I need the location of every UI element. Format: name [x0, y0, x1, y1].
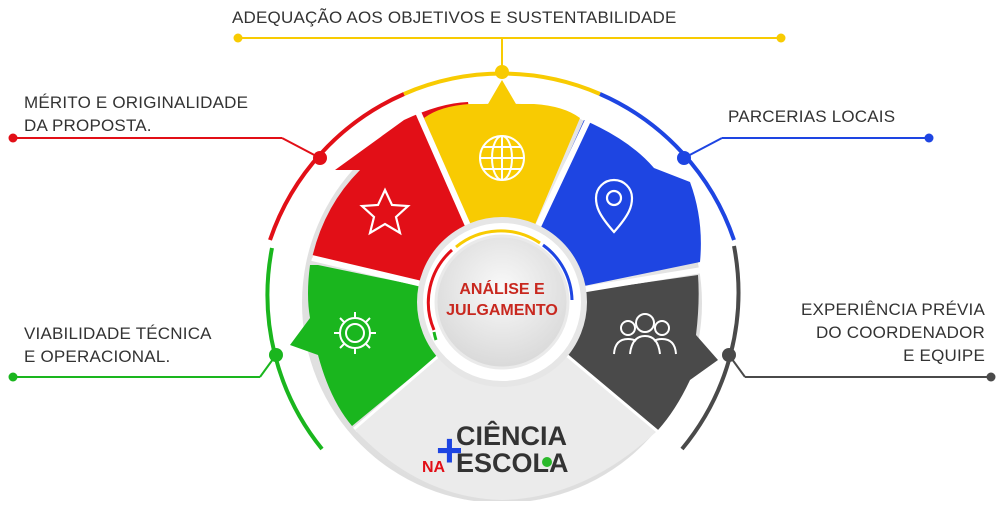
logo-na: NA	[422, 459, 446, 476]
hub-title-line2: JULGAMENTO	[446, 302, 558, 319]
label-dark-line1: EXPERIÊNCIA PRÉVIA	[800, 300, 985, 319]
star-icon	[359, 187, 411, 236]
logo: + CIÊNCIA NA ESCOLA	[422, 420, 569, 478]
connector-blue	[677, 133, 934, 165]
label-dark-line2: DO COORDENADOR	[815, 323, 985, 342]
label-red-line1: MÉRITO E ORIGINALIDADE	[24, 93, 249, 112]
hub-color-arcs	[426, 229, 574, 341]
label-blue-text: PARCERIAS LOCAIS	[728, 107, 896, 126]
logo-word1: CIÊNCIA	[456, 420, 567, 451]
logo-dot	[542, 457, 552, 467]
label-red-line2: DA PROPOSTA.	[24, 116, 152, 135]
label-green-line2: E OPERACIONAL.	[24, 347, 171, 366]
label-top-text: ADEQUAÇÃO AOS OBJETIVOS E SUSTENTABILIDA…	[232, 8, 677, 27]
label-green: VIABILIDADE TÉCNICA E OPERACIONAL.	[24, 322, 212, 368]
label-dark-line3: E EQUIPE	[903, 346, 985, 365]
gear-icon	[334, 312, 376, 354]
logo-plus: +	[436, 424, 463, 476]
connector-dark	[722, 348, 996, 382]
connector-top	[233, 33, 786, 79]
hub-core	[434, 234, 570, 370]
sector-yellow	[424, 80, 580, 303]
connector-green	[8, 348, 283, 382]
location-pin-icon	[594, 178, 634, 234]
label-dark: EXPERIÊNCIA PRÉVIA DO COORDENADOR E EQUI…	[801, 298, 985, 367]
label-green-line1: VIABILIDADE TÉCNICA	[24, 324, 212, 343]
label-red: MÉRITO E ORIGINALIDADE DA PROPOSTA.	[24, 91, 248, 137]
globe-icon	[479, 135, 525, 181]
hub-title-line1: ANÁLISE E	[459, 279, 545, 298]
logo-backdrop	[355, 303, 656, 500]
team-icon	[613, 313, 677, 355]
label-blue: PARCERIAS LOCAIS	[728, 105, 895, 128]
label-top: ADEQUAÇÃO AOS OBJETIVOS E SUSTENTABILIDA…	[232, 6, 677, 29]
connector-red	[8, 133, 327, 165]
